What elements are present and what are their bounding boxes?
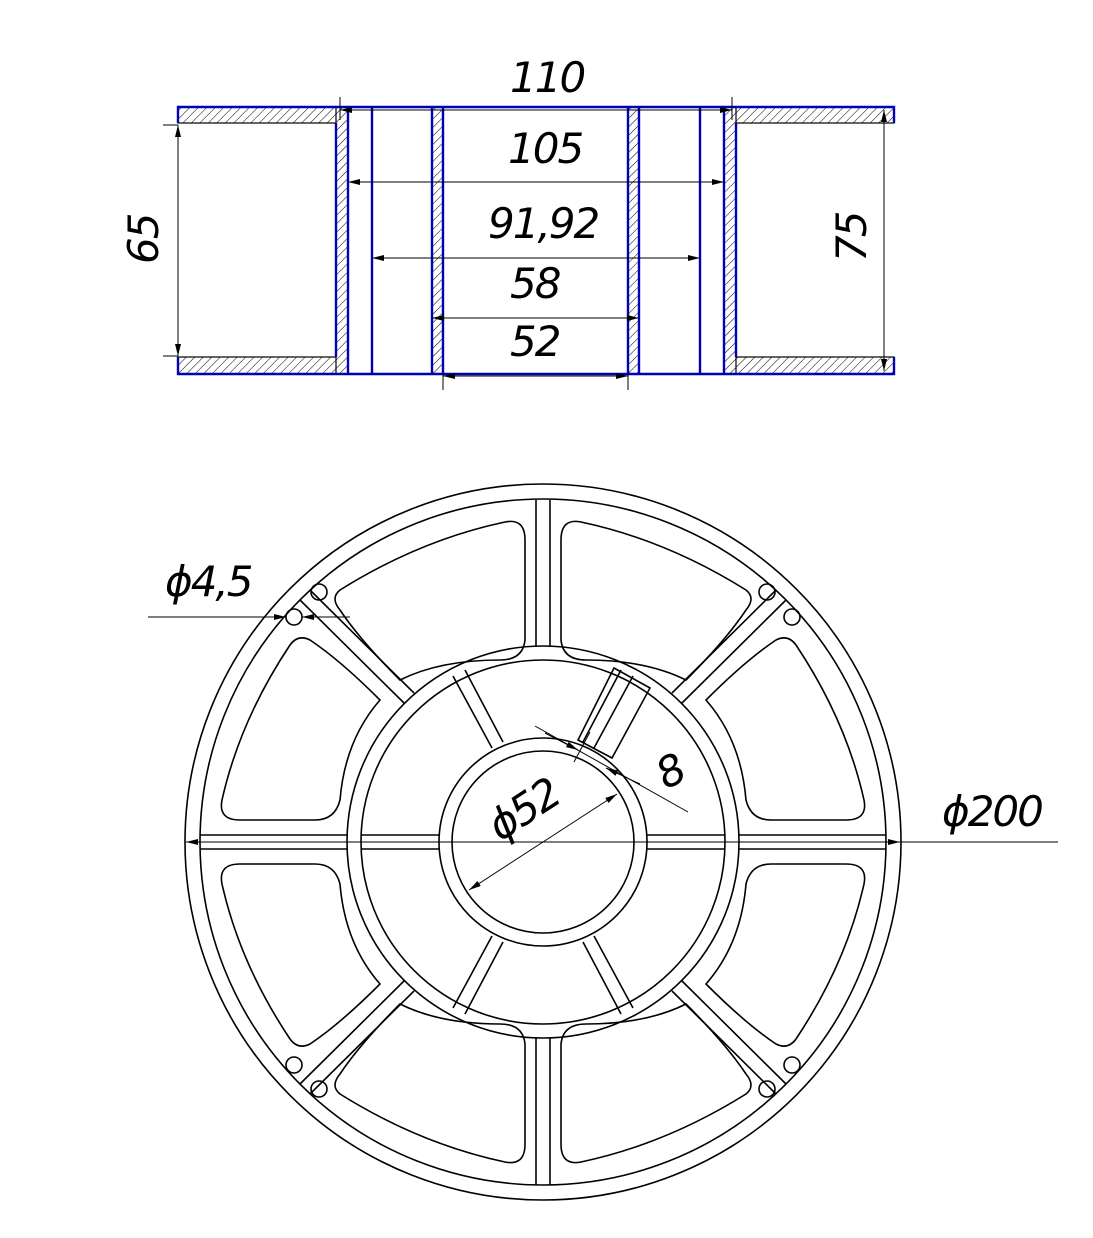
dim-75: 75 bbox=[827, 212, 876, 262]
dim-slot-width: 8 bbox=[648, 744, 693, 799]
dim-58: 58 bbox=[510, 259, 560, 308]
section-dimension-lines bbox=[163, 97, 887, 390]
outer-windows bbox=[220, 520, 866, 1164]
mounting-holes bbox=[285, 583, 801, 1098]
front-view: ϕ4,5 8 ϕ52 ϕ200 bbox=[148, 483, 1058, 1201]
dim-110: 110 bbox=[510, 53, 584, 102]
dim-105: 105 bbox=[508, 124, 582, 173]
dim-91-92: 91,92 bbox=[488, 199, 599, 248]
front-dimension-lines bbox=[148, 614, 1058, 891]
dim-outer-diameter: ϕ200 bbox=[942, 787, 1042, 836]
dim-bore-diameter: ϕ52 bbox=[479, 768, 569, 850]
section-view: 110 105 91,92 58 52 65 75 bbox=[119, 53, 896, 390]
inner-spokes bbox=[361, 666, 725, 1015]
dim-52-section: 52 bbox=[510, 317, 560, 366]
dim-hole-diameter: ϕ4,5 bbox=[165, 557, 252, 606]
dim-65: 65 bbox=[119, 214, 168, 264]
